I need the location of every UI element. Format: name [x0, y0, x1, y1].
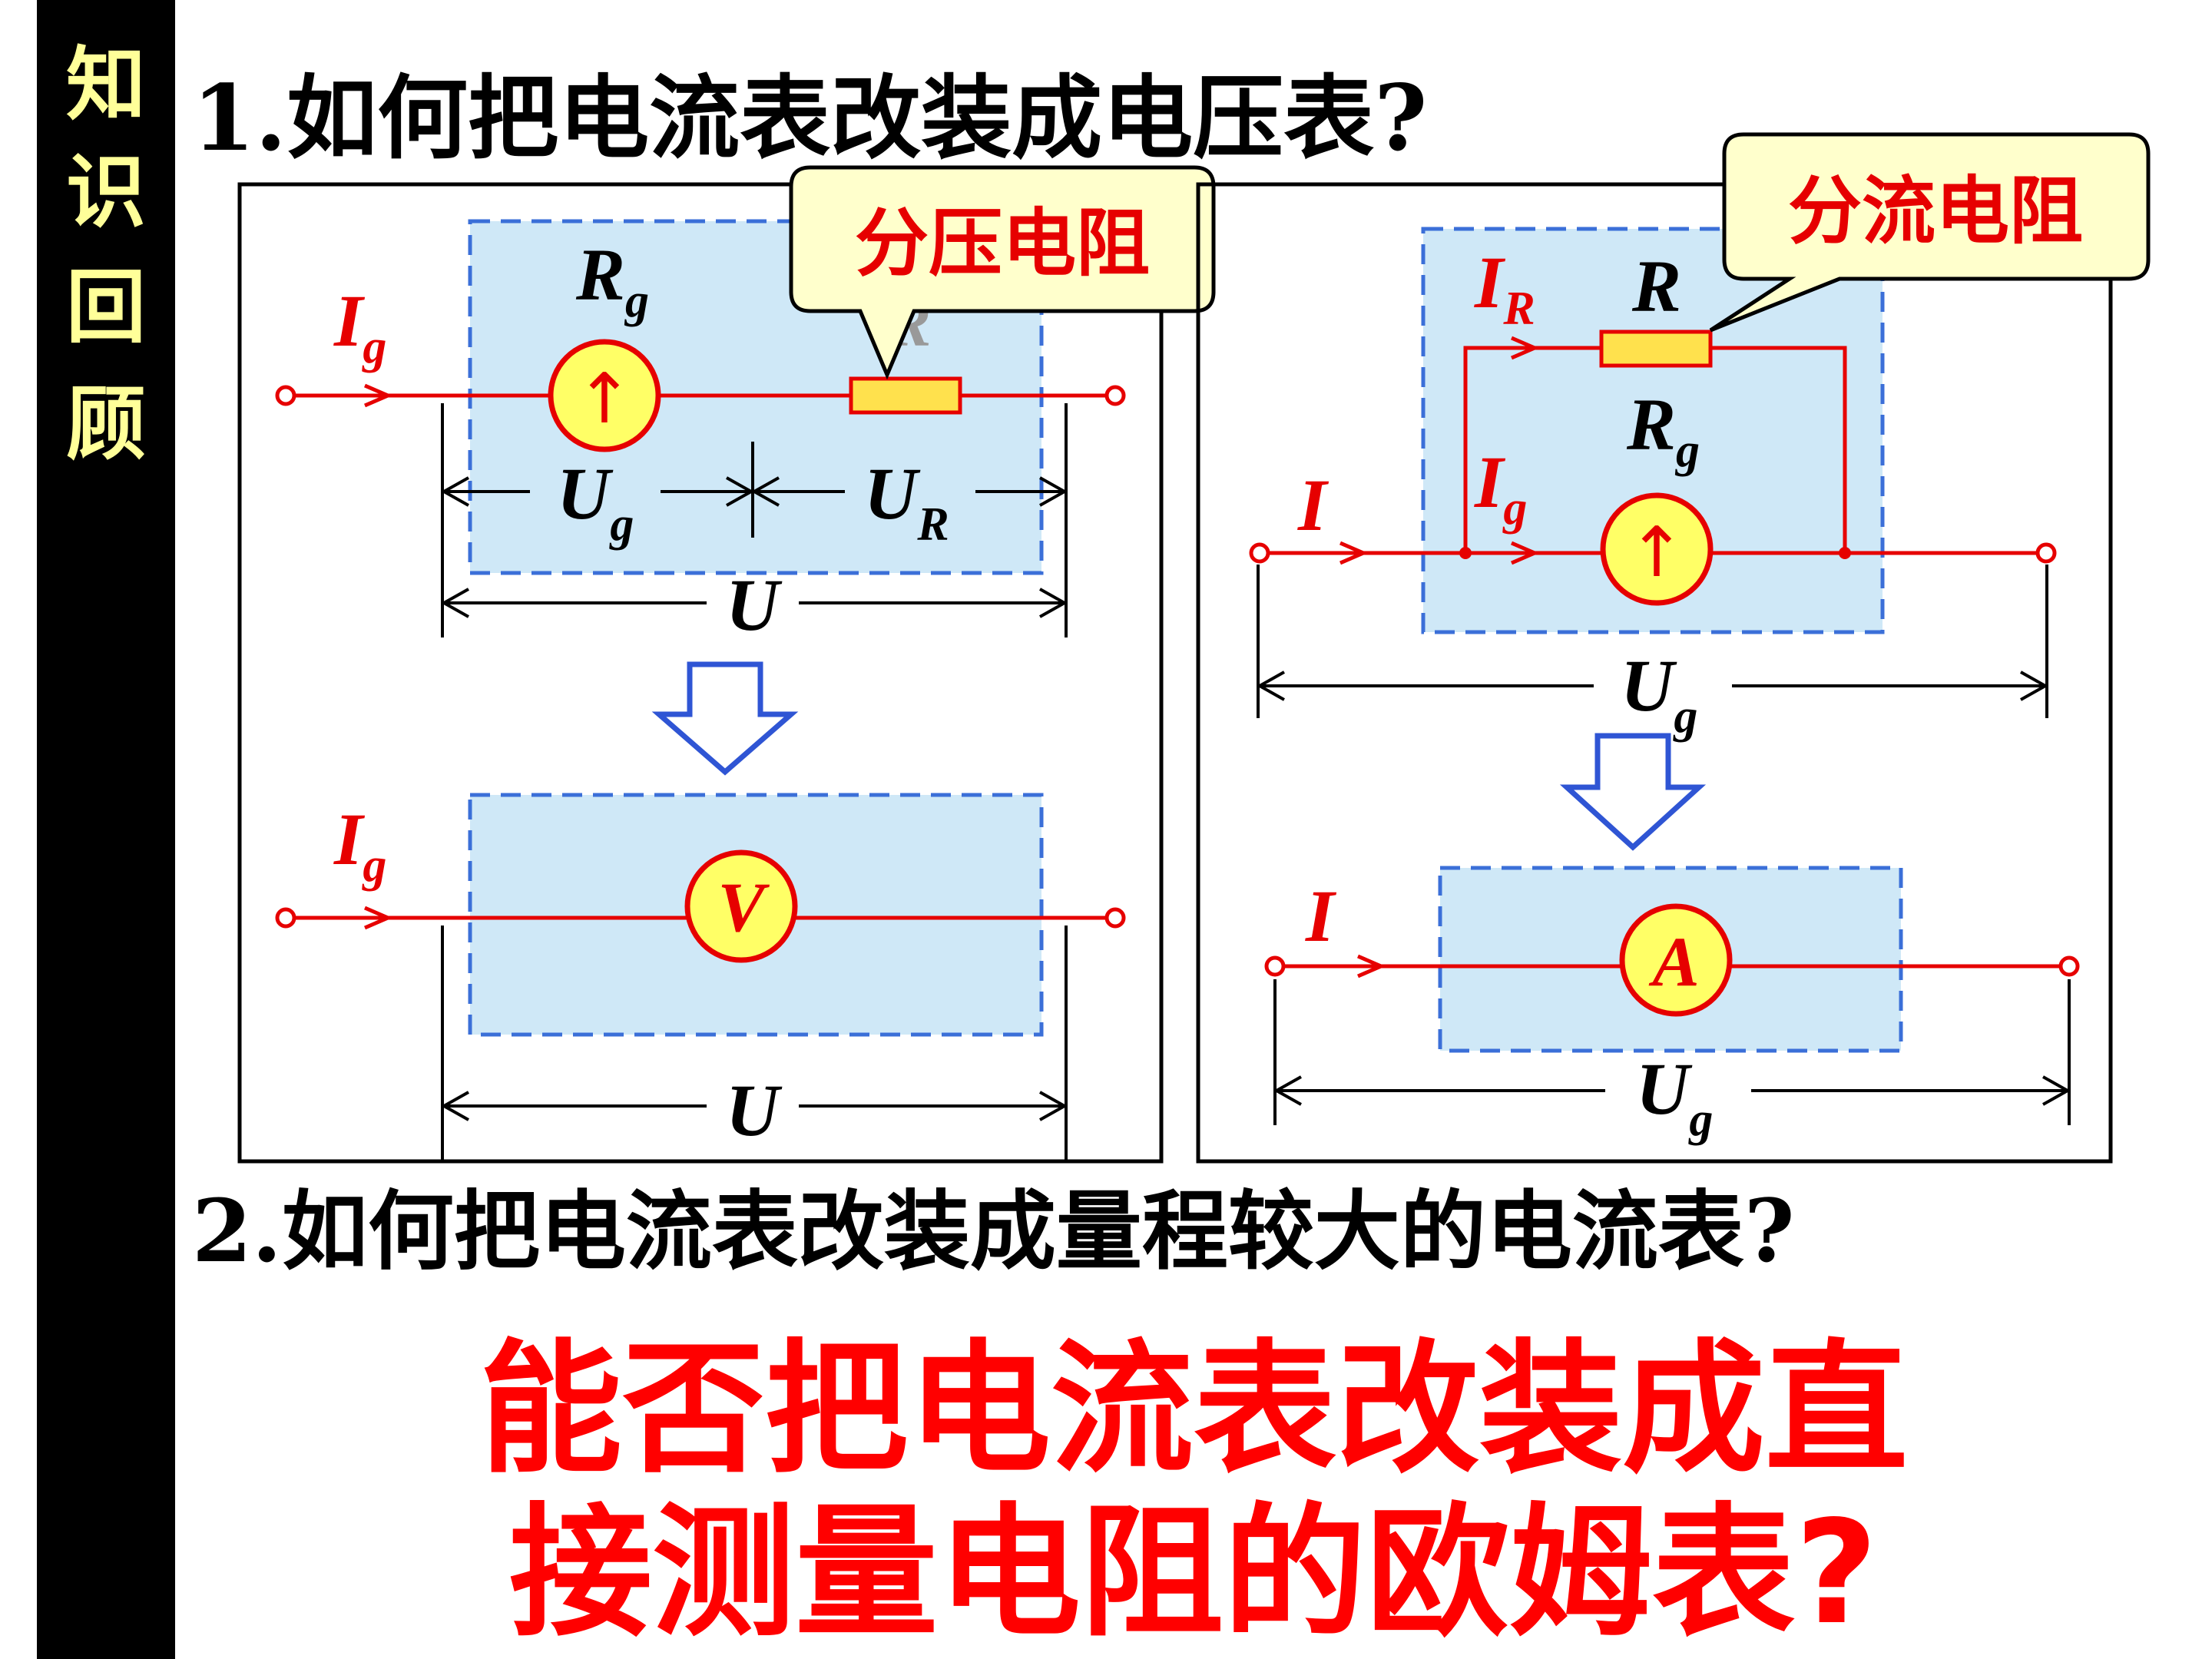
left-down-arrow-icon — [651, 661, 799, 776]
right-callout — [1709, 132, 2151, 333]
left-label-UR: UR — [864, 452, 949, 551]
left-label-U-top: U — [726, 564, 783, 646]
right-down-arrow-icon — [1559, 733, 1707, 851]
left-top-terminal-a — [275, 385, 296, 406]
right-label-I-top: I — [1297, 464, 1330, 546]
right-shunt-resistor — [1599, 329, 1713, 368]
sidebar-char-hui: 回 — [65, 260, 146, 354]
right-label-Ug-top: Ug — [1621, 644, 1697, 743]
left-series-resistor — [849, 376, 962, 415]
left-label-Ig-bottom: Ig — [333, 798, 386, 892]
left-galvanometer — [548, 339, 661, 452]
right-ammeter — [1619, 903, 1733, 1017]
right-ammeter-label: A — [1648, 922, 1699, 1001]
sidebar: 知 识 回 顾 — [37, 0, 175, 1659]
sidebar-char-shi: 识 — [65, 145, 146, 239]
left-label-Rg: Rg — [575, 233, 649, 327]
left-voltmeter-label: V — [717, 868, 770, 946]
headline-line-2: 接测量电阻的欧姆表? — [509, 1489, 1878, 1656]
left-label-Ig-top: Ig — [333, 280, 386, 373]
left-callout — [789, 165, 1216, 380]
sidebar-char-zhi: 知 — [65, 38, 146, 131]
right-label-R: R — [1631, 245, 1681, 327]
right-label-IR: IR — [1474, 241, 1535, 335]
left-panel-frame — [237, 182, 1164, 1164]
right-galvanometer — [1600, 492, 1714, 606]
left-label-Ug: Ug — [557, 452, 634, 551]
right-label-Rg: Rg — [1626, 383, 1700, 477]
left-callout-text: 分压电阻 — [855, 200, 1150, 286]
right-panel-frame — [1196, 182, 2113, 1164]
question-1: 1.如何把电流表改装成电压表? — [192, 65, 1428, 171]
question-2: 2.如何把电流表改装成量程较大的电流表? — [192, 1181, 1795, 1282]
left-label-U-bottom: U — [726, 1069, 783, 1151]
left-voltmeter — [684, 849, 798, 963]
right-label-I-bottom: I — [1305, 875, 1337, 957]
headline-line-1: 能否把电流表改装成直 — [478, 1326, 1908, 1492]
left-galvanometer-needle-icon: ↑ — [575, 359, 633, 439]
sidebar-char-gu: 顾 — [65, 377, 146, 471]
right-galvanometer-needle-icon: ↑ — [1628, 512, 1685, 593]
left-top-terminal-b — [1104, 385, 1126, 406]
right-label-Ig: Ig — [1474, 441, 1527, 535]
right-callout-text: 分流电阻 — [1788, 168, 2083, 254]
right-label-Ug-bottom: Ug — [1636, 1048, 1713, 1146]
left-current-arrow-icon — [364, 383, 393, 408]
